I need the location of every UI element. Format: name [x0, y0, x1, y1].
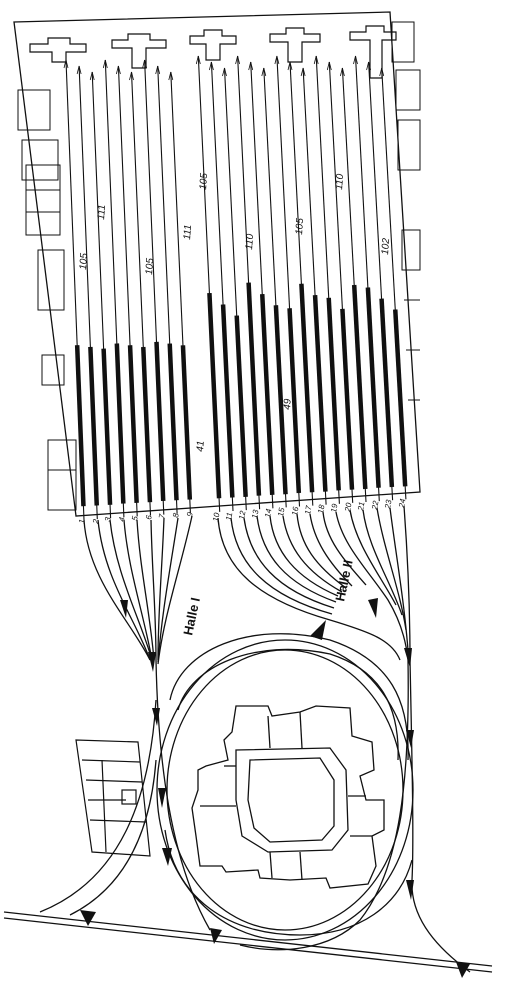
track-arrow — [129, 71, 134, 81]
track-arrow — [155, 65, 161, 75]
track-number-19: 19 — [329, 502, 340, 513]
platform-bar — [88, 346, 100, 506]
platform-bar — [287, 308, 302, 494]
platform-length-102: 102 — [380, 237, 392, 255]
track-number-5: 5 — [130, 515, 140, 521]
platform-bar — [326, 297, 341, 491]
track-number-3: 3 — [103, 516, 113, 522]
platform-bar — [154, 341, 166, 502]
station-buildings-left — [17, 89, 77, 511]
track-arrow — [63, 59, 69, 69]
track-arrow — [326, 61, 332, 71]
track-number-12: 12 — [237, 509, 248, 520]
track-arrow — [222, 67, 227, 77]
track-number-21: 21 — [356, 501, 367, 512]
track-number-1: 1 — [77, 518, 87, 524]
track-number-22: 22 — [370, 499, 381, 511]
platform-bar — [312, 294, 328, 492]
track-arrow — [353, 55, 358, 65]
platform-bar — [273, 305, 288, 495]
platform-bar — [207, 292, 222, 499]
track-number-7: 7 — [157, 513, 167, 519]
platform-bar — [351, 284, 368, 490]
platform-length-105-d: 105 — [294, 217, 306, 235]
hall-label-1: Halle I — [180, 596, 203, 637]
platform-bar — [234, 315, 248, 497]
switch-marks — [80, 598, 470, 978]
track-arrow — [116, 65, 121, 75]
central-building — [191, 705, 385, 889]
platform-length-105-c: 105 — [198, 172, 210, 190]
platform-bar — [180, 345, 193, 500]
track-arrow — [313, 55, 319, 65]
track-arrow — [248, 61, 254, 71]
track-number-18: 18 — [316, 503, 327, 514]
platform-length-41: 41 — [195, 440, 207, 452]
platform-bar — [74, 345, 86, 507]
platform-length-111-b: 111 — [182, 224, 194, 240]
track-arrow — [340, 67, 345, 77]
track-number-11: 11 — [224, 512, 234, 522]
track-number-9: 9 — [185, 511, 195, 517]
platform-bar — [127, 345, 139, 503]
platform-bar — [220, 304, 235, 498]
track-arrow — [235, 55, 240, 65]
platform-length-49: 49 — [282, 398, 294, 410]
head-building-blocks — [29, 25, 397, 79]
track-number-8: 8 — [171, 512, 181, 518]
platform-bar — [393, 309, 408, 487]
platform-length-labels: 105 111 105 111 105 110 105 110 102 41 4… — [78, 172, 392, 452]
track-arrow — [76, 65, 82, 75]
track-number-23: 23 — [383, 498, 394, 510]
platform-bar — [141, 346, 153, 503]
track-number-10: 10 — [211, 511, 222, 522]
station-outline — [13, 11, 421, 517]
track-arrow — [379, 67, 385, 77]
track-arrow — [142, 59, 147, 69]
hall-label-2: Halle II — [332, 558, 355, 602]
track-arrow — [366, 61, 371, 71]
track-number-24: 24 — [397, 497, 408, 509]
platform-length-105-a: 105 — [78, 252, 90, 270]
track-arrow — [209, 61, 214, 71]
track-number-16: 16 — [290, 505, 301, 516]
track-arrow — [287, 61, 293, 71]
platform-bar — [167, 343, 179, 501]
track-arrow — [195, 55, 201, 65]
track-arrow — [274, 55, 280, 65]
track-number-6: 6 — [144, 514, 154, 520]
side-building — [75, 739, 151, 857]
platform-bar — [299, 283, 315, 493]
track-arrow — [300, 67, 306, 77]
platform-bar — [246, 282, 262, 496]
platform-length-105-b: 105 — [144, 257, 156, 275]
track-arrow — [261, 67, 267, 77]
platform-bar — [365, 287, 381, 488]
platform-bar — [101, 348, 113, 505]
platform-length-111-a: 111 — [96, 204, 108, 220]
platform-bar — [114, 343, 126, 504]
track-arrow — [89, 71, 95, 81]
platform-bar — [379, 298, 395, 488]
track-number-20: 20 — [343, 501, 354, 513]
track-number-17: 17 — [303, 504, 314, 515]
track-arrow — [102, 59, 108, 69]
track-number-15: 15 — [276, 506, 287, 517]
platform-bar — [259, 293, 275, 496]
platform-length-110-b: 110 — [334, 173, 346, 190]
platform-length-110-a: 110 — [244, 233, 256, 250]
track-number-4: 4 — [117, 516, 127, 522]
platform-bar — [340, 308, 355, 490]
track-number-2: 2 — [91, 518, 101, 525]
track-arrow — [168, 71, 174, 81]
approach-tracks — [3, 505, 493, 973]
track-numbers: 1 2 3 4 5 6 7 8 9 10 11 12 13 14 15 16 1… — [77, 497, 408, 525]
track-number-13: 13 — [250, 508, 261, 519]
station-tracks — [63, 55, 408, 521]
track-number-14: 14 — [263, 507, 274, 518]
